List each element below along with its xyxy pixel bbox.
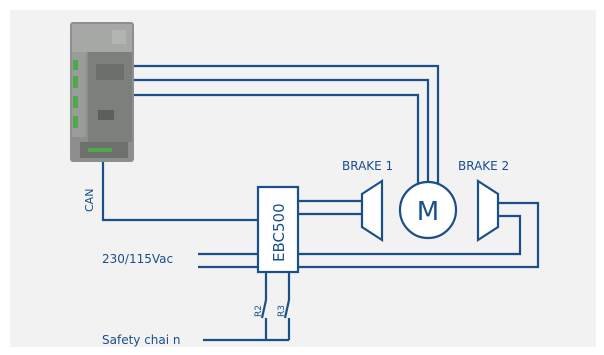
brake1-label: BRAKE 1: [342, 159, 393, 173]
supply-lines: [198, 252, 258, 269]
can-label: CAN: [83, 189, 96, 212]
brake-icon: [360, 178, 384, 243]
motor-label: M: [417, 197, 439, 227]
supply-label: 230/115Vac: [102, 252, 173, 266]
brake2-cable: [298, 201, 540, 269]
motor-cables: [134, 64, 440, 188]
brake2-label: BRAKE 2: [458, 159, 509, 173]
safety-chain-label: Safety chai n: [102, 333, 181, 347]
relay-r2-label: R2: [254, 305, 264, 317]
ebc500-controller: [256, 185, 300, 274]
can-line: [101, 162, 258, 222]
controller-label: EBC500: [270, 203, 288, 262]
brake-icon: [476, 178, 500, 243]
motor-icon: [398, 180, 458, 240]
brake1-cable: [298, 199, 362, 216]
relay-r3-label: R3: [277, 305, 287, 317]
relay-contact-icon: [203, 272, 291, 342]
inverter-drive-icon: [70, 22, 134, 162]
